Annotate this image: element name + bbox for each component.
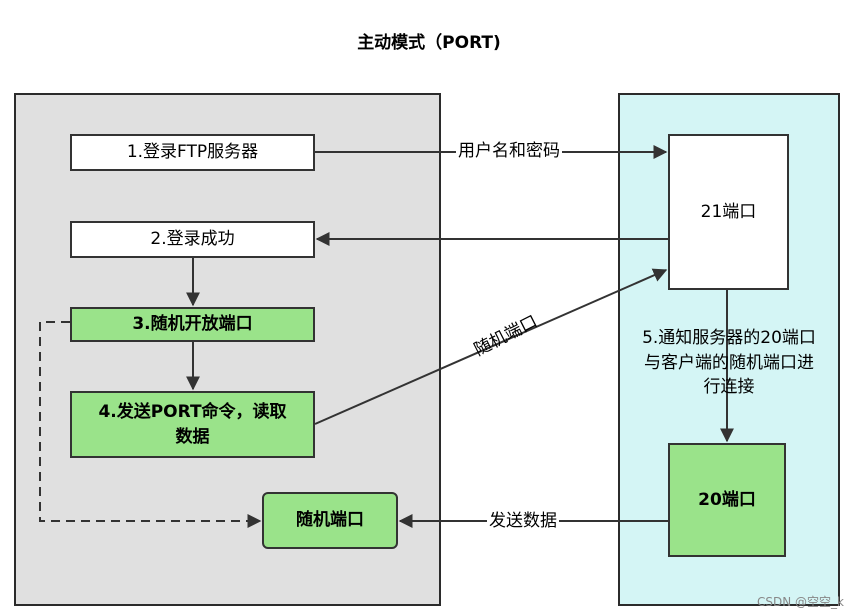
step2-login-success: 2.登录成功 xyxy=(70,221,315,258)
step4-send-port-command: 4.发送PORT命令，读取数据 xyxy=(70,391,315,458)
credentials-label: 用户名和密码 xyxy=(456,141,562,162)
arrow-port-command xyxy=(314,268,668,425)
watermark: CSDN @空空_k xyxy=(757,595,844,609)
diagram-title: 主动模式（PORT) xyxy=(357,33,501,53)
send-data-label: 发送数据 xyxy=(487,511,559,532)
step5-label: 5.通知服务器的20端口与客户端的随机端口进行连接 xyxy=(642,328,816,398)
step1-login-ftp: 1.登录FTP服务器 xyxy=(70,134,315,171)
step4-text: 4.发送PORT命令，读取数据 xyxy=(98,401,287,447)
client-random-port: 随机端口 xyxy=(262,492,398,549)
server-port-21: 21端口 xyxy=(668,134,789,290)
step3-open-random-port: 3.随机开放端口 xyxy=(70,307,315,342)
server-port-20: 20端口 xyxy=(668,443,786,557)
dashed-random-port-link xyxy=(39,321,262,528)
